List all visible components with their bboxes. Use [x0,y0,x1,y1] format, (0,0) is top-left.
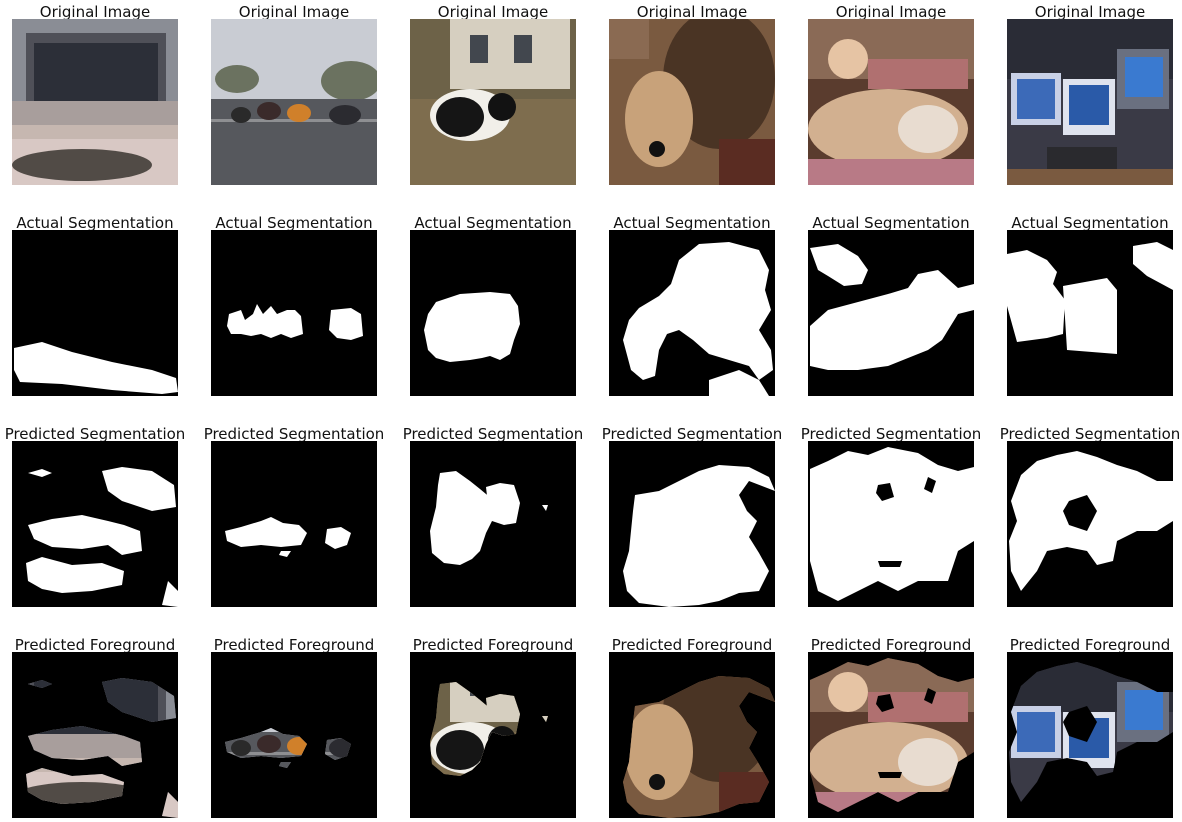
predicted_seg-motorcycles-image [211,441,377,607]
panel-title: Predicted Foreground [412,636,574,654]
actual-computers-svg [1007,230,1173,396]
actual-cat-image [12,230,178,396]
actual-computers-image [1007,230,1173,396]
predicted_seg-dog-on-couch-svg [808,441,974,607]
panel-title: Actual Segmentation [1011,214,1169,232]
panel-title: Actual Segmentation [812,214,970,232]
actual-dog-on-couch-image [808,230,974,396]
original-cat-image [12,19,178,185]
original-motorcycles-svg [211,19,377,185]
panel-title: Predicted Segmentation [999,425,1181,443]
predicted_fg-motorcycles-image [211,652,377,818]
actual-motorcycles-image [211,230,377,396]
panel-title: Actual Segmentation [414,214,572,232]
original-dog-svg [410,19,576,185]
predicted_seg-dog-svg [410,441,576,607]
actual-dog-and-child-svg [609,230,775,396]
panel-title: Actual Segmentation [16,214,174,232]
predicted_fg-motorcycles-svg [211,652,377,818]
panel-title: Predicted Foreground [14,636,176,654]
predicted_seg-motorcycles-svg [211,441,377,607]
predicted_fg-dog-on-couch-image [808,652,974,818]
panel-title: Original Image [437,3,549,21]
panel-title: Predicted Segmentation [402,425,584,443]
predicted_seg-computers-svg [1007,441,1173,607]
predicted_seg-computers-image [1007,441,1173,607]
predicted_seg-dog-image [410,441,576,607]
panel-title: Original Image [636,3,748,21]
panel-title: Predicted Segmentation [800,425,982,443]
predicted_seg-dog-and-child-svg [609,441,775,607]
original-dog-and-child-image [609,19,775,185]
predicted_fg-computers-image [1007,652,1173,818]
actual-dog-image [410,230,576,396]
original-computers-svg [1007,19,1173,185]
actual-dog-and-child-image [609,230,775,396]
actual-motorcycles-svg [211,230,377,396]
predicted_fg-dog-and-child-image [609,652,775,818]
panel-title: Predicted Foreground [810,636,972,654]
predicted_seg-dog-and-child-image [609,441,775,607]
predicted_fg-dog-on-couch-svg [808,652,974,818]
panel-title: Original Image [835,3,947,21]
original-motorcycles-image [211,19,377,185]
panel-title: Original Image [39,3,151,21]
predicted_fg-dog-svg [410,652,576,818]
panel-title: Predicted Segmentation [601,425,783,443]
actual-dog-on-couch-svg [808,230,974,396]
predicted_fg-computers-svg [1007,652,1173,818]
actual-cat-svg [12,230,178,396]
original-dog-on-couch-image [808,19,974,185]
predicted_fg-cat-svg [12,652,178,818]
panel-title: Original Image [1034,3,1146,21]
panel-title: Actual Segmentation [613,214,771,232]
original-computers-image [1007,19,1173,185]
predicted_fg-dog-and-child-svg [609,652,775,818]
original-dog-and-child-svg [609,19,775,185]
predicted_fg-dog-image [410,652,576,818]
predicted_fg-cat-image [12,652,178,818]
predicted_seg-cat-svg [12,441,178,607]
original-dog-image [410,19,576,185]
panel-title: Predicted Foreground [213,636,375,654]
panel-title: Predicted Segmentation [4,425,186,443]
panel-title: Original Image [238,3,350,21]
predicted_seg-cat-image [12,441,178,607]
panel-title: Predicted Foreground [1009,636,1171,654]
panel-title: Actual Segmentation [215,214,373,232]
panel-title: Predicted Foreground [611,636,773,654]
original-dog-on-couch-svg [808,19,974,185]
panel-title: Predicted Segmentation [203,425,385,443]
actual-dog-svg [410,230,576,396]
original-cat-svg [12,19,178,185]
predicted_seg-dog-on-couch-image [808,441,974,607]
